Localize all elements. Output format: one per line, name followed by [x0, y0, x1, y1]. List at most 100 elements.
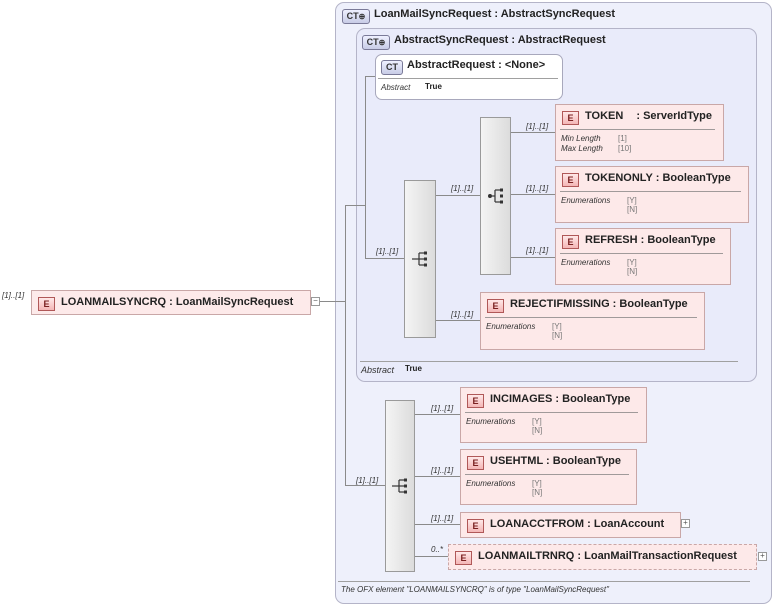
complex-type-icon: CT⊕ [362, 35, 390, 50]
divider [378, 78, 558, 79]
complex-type-icon: CT⊕ [342, 9, 370, 24]
element-title: REJECTIFMISSING : BooleanType [510, 298, 688, 310]
element-icon: E [562, 111, 579, 125]
ct-abstractrequest-container: CT AbstractRequest : <None> Abstract Tru… [375, 54, 563, 100]
enum-value: [N] [552, 331, 563, 340]
enum-value: [Y] [627, 258, 637, 267]
connector-line [365, 76, 366, 258]
sequence-compositor[interactable] [385, 400, 415, 572]
element-title: TOKEN : ServerIdType [585, 110, 712, 122]
facet-label: Enumerations [561, 196, 611, 205]
element-title: LOANMAILSYNCRQ : LoanMailSyncRequest [61, 296, 294, 308]
divider [560, 129, 715, 130]
enum-value: [Y] [552, 322, 562, 331]
connector-line [414, 556, 448, 557]
choice-icon [487, 188, 503, 204]
element-incimages[interactable]: E INCIMAGES : BooleanType Enumerations [… [460, 387, 647, 443]
element-loanmailtrnrq[interactable]: E LOANMAILTRNRQ : LoanMailTransactionReq… [448, 544, 757, 570]
facet-value: [1] [618, 134, 627, 143]
enum-value: [N] [627, 267, 638, 276]
element-icon: E [38, 297, 55, 311]
facet-label: Enumerations [561, 258, 611, 267]
connector-line [414, 524, 460, 525]
element-rejectifmissing[interactable]: E REJECTIFMISSING : BooleanType Enumerat… [480, 292, 705, 350]
facet-label: Enumerations [486, 322, 536, 331]
element-icon: E [487, 299, 504, 313]
enum-value: [Y] [532, 417, 542, 426]
expand-icon[interactable]: + [758, 552, 767, 561]
root-cardinality: [1]..[1] [2, 291, 25, 300]
abstract-value: True [425, 82, 442, 91]
connector-line [510, 132, 555, 133]
collapse-icon[interactable]: − [311, 297, 320, 306]
facet-label: Max Length [561, 144, 603, 153]
element-cardinality: [1]..[1] [431, 404, 454, 413]
facet-label: Enumerations [466, 479, 516, 488]
divider [560, 191, 741, 192]
connector-line [345, 205, 365, 206]
facet-label: Min Length [561, 134, 601, 143]
divider [560, 253, 723, 254]
element-cardinality: [1]..[1] [526, 184, 549, 193]
divider [360, 361, 738, 362]
element-title: REFRESH : BooleanType [585, 234, 716, 246]
connector-line [414, 414, 460, 415]
connector-line [345, 205, 346, 485]
element-icon: E [467, 519, 484, 533]
connector-line [510, 194, 555, 195]
sequence-compositor[interactable] [404, 180, 436, 338]
element-tokenonly[interactable]: E TOKENONLY : BooleanType Enumerations [… [555, 166, 749, 223]
element-usehtml[interactable]: E USEHTML : BooleanType Enumerations [Y]… [460, 449, 637, 505]
enum-value: [Y] [627, 196, 637, 205]
complex-type-icon: CT [381, 60, 403, 75]
abstract-label: Abstract [381, 83, 411, 92]
sequence-icon [392, 478, 407, 494]
element-loanmailsyncrq[interactable]: E LOANMAILSYNCRQ : LoanMailSyncRequest [31, 290, 311, 315]
connector-line [320, 301, 345, 302]
element-icon: E [562, 173, 579, 187]
abstract-label: Abstract [361, 365, 395, 375]
connector-line [435, 195, 480, 196]
enum-value: [N] [532, 426, 543, 435]
divider [338, 581, 750, 582]
element-icon: E [562, 235, 579, 249]
connector-line [345, 485, 385, 486]
connector-line [435, 320, 480, 321]
facet-value: [10] [618, 144, 632, 153]
expand-icon[interactable]: + [681, 519, 690, 528]
element-title: INCIMAGES : BooleanType [490, 393, 631, 405]
footer-description: The OFX element "LOANMAILSYNCRQ" is of t… [341, 585, 609, 594]
element-cardinality: 0..* [431, 545, 444, 554]
connector-line [510, 257, 555, 258]
element-refresh[interactable]: E REFRESH : BooleanType Enumerations [Y]… [555, 228, 731, 285]
divider [485, 317, 697, 318]
element-icon: E [467, 394, 484, 408]
choice-compositor[interactable] [480, 117, 511, 275]
connector-line [365, 76, 375, 77]
element-icon: E [455, 551, 472, 565]
element-icon: E [467, 456, 484, 470]
facet-label: Enumerations [466, 417, 516, 426]
sequence-cardinality: [1]..[1] [376, 247, 399, 256]
enum-value: [Y] [532, 479, 542, 488]
element-cardinality: [1]..[1] [526, 122, 549, 131]
connector-line [365, 258, 404, 259]
ct-loanmailsyncrequest-title: LoanMailSyncRequest : AbstractSyncReques… [374, 8, 616, 20]
element-cardinality: [1]..[1] [431, 514, 454, 523]
abstract-value: True [405, 364, 422, 373]
element-title: LOANMAILTRNRQ : LoanMailTransactionReque… [478, 550, 737, 562]
element-title: TOKENONLY : BooleanType [585, 172, 731, 184]
connector-line [414, 476, 460, 477]
element-token[interactable]: E TOKEN : ServerIdType Min Length [1] Ma… [555, 104, 724, 161]
sequence-icon [412, 251, 427, 267]
divider [465, 412, 638, 413]
element-cardinality: [1]..[1] [431, 466, 454, 475]
divider [465, 474, 629, 475]
choice-cardinality: [1]..[1] [451, 184, 474, 193]
ct-abstractsyncrequest-title: AbstractSyncRequest : AbstractRequest [394, 34, 606, 46]
sequence-cardinality: [1]..[1] [356, 476, 379, 485]
element-cardinality: [1]..[1] [526, 246, 549, 255]
element-title: LOANACCTFROM : LoanAccount [490, 518, 665, 530]
ct-abstractrequest-title: AbstractRequest : <None> [407, 59, 546, 71]
element-loanacctfrom[interactable]: E LOANACCTFROM : LoanAccount [460, 512, 681, 538]
